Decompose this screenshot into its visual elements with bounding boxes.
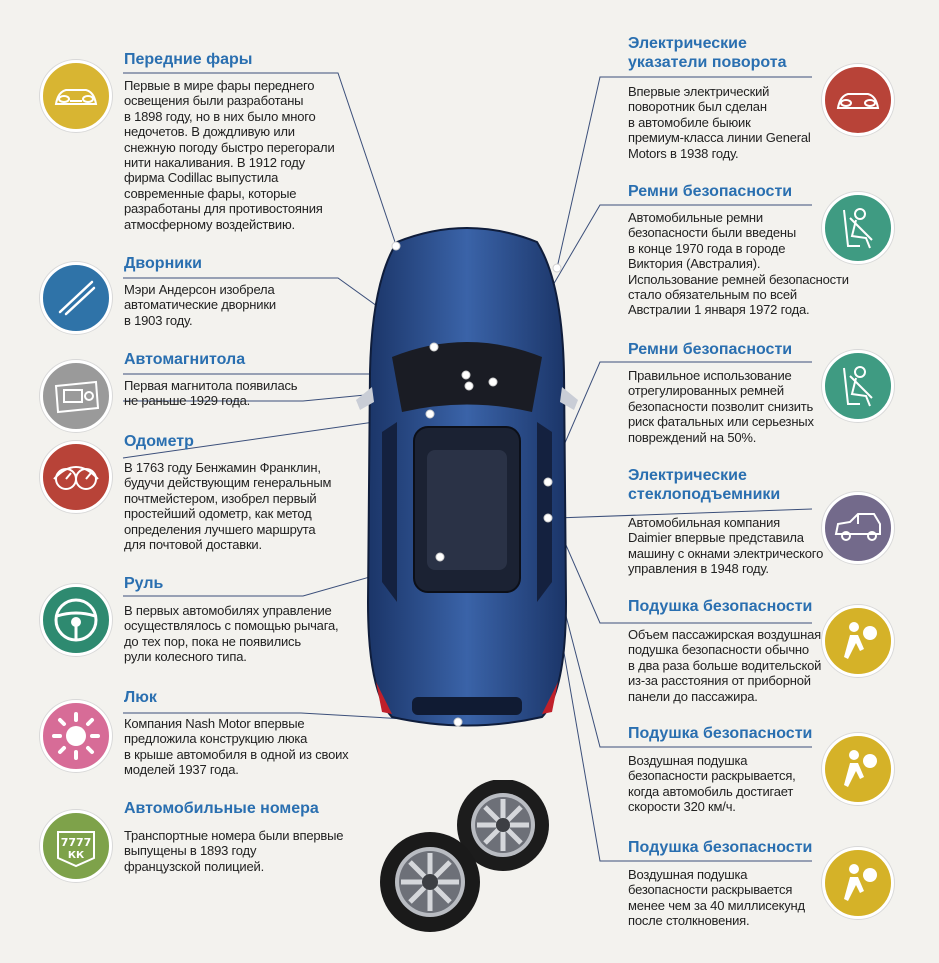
airbag2-title: Подушка безопасности: [628, 725, 813, 742]
odometer-desc: В 1763 году Бенжамин Франклин, будучи де…: [124, 460, 332, 553]
car-front-icon: [54, 89, 98, 105]
seatbelts2-title: Ремни безопасности: [628, 341, 793, 358]
radio-title: Автомагнитола: [124, 351, 246, 368]
odometer-circle: [40, 441, 112, 513]
seatbelts1-desc: Автомобильные ремни безопасности были вв…: [628, 210, 849, 318]
airbag1-title: Подушка безопасности: [628, 598, 813, 615]
airbag3-desc: Воздушная подушка безопасности раскрывае…: [628, 867, 805, 929]
seatbelt-icon: [843, 366, 873, 407]
airbag2-circle: [822, 733, 894, 805]
plate-line2: КК: [68, 850, 85, 861]
seatbelts1-title: Ремни безопасности: [628, 183, 793, 200]
seatbelts2-circle: [822, 350, 894, 422]
seatbelt-icon: [843, 208, 873, 249]
sun-icon: [52, 712, 100, 760]
car-top-view: [356, 227, 578, 727]
turn-signals-desc: Впервые электрический поворотник был сде…: [628, 84, 811, 161]
radio-icon: [54, 380, 100, 414]
turn-signals-circle: [822, 64, 894, 136]
sunroof-desc: Компания Nash Motor впервые предложила к…: [124, 716, 349, 778]
steering-desc: В первых автомобилях управление осуществ…: [124, 603, 339, 665]
airbag1-circle: [822, 605, 894, 677]
plates-desc: Транспортные номера были впервые выпущен…: [124, 828, 344, 874]
airbag-icon: [844, 750, 877, 787]
odometer-icon: [53, 466, 99, 490]
power-windows-desc: Автомобильная компания Daimier впервые п…: [628, 515, 824, 577]
headlights-desc: Первые в мире фары переднего освещения б…: [124, 78, 335, 232]
car-front-red-icon: [836, 93, 880, 109]
airbag1-desc: Объем пассажирская воздушная подушка без…: [628, 627, 822, 704]
airbag-icon: [844, 622, 877, 659]
headlights-title: Передние фары: [124, 51, 253, 68]
radio-desc: Первая магнитола появилась не раньше 192…: [124, 378, 298, 409]
plate-line1: 7777: [61, 836, 92, 849]
radio-circle: [40, 360, 112, 432]
airbag2-desc: Воздушная подушка безопасности раскрывае…: [628, 753, 796, 815]
plates-circle: 7777 КК: [40, 810, 112, 882]
airbag3-title: Подушка безопасности: [628, 839, 813, 856]
seatbelts2-desc: Правильное использование отрегулированны…: [628, 368, 814, 445]
wipers-title: Дворники: [124, 255, 202, 272]
airbag3-circle: [822, 847, 894, 919]
wheels-image: [380, 780, 549, 932]
odometer-title: Одометр: [124, 433, 194, 450]
wipers-desc: Мэри Андерсон изобрела автоматические дв…: [124, 282, 276, 328]
wipers-circle: [40, 262, 112, 334]
power-windows-circle: [822, 492, 894, 564]
headlights-circle: [40, 60, 112, 132]
turn-signals-title: Электрические указатели поворота: [628, 35, 787, 71]
power-windows-title: Электрические стеклоподъемники: [628, 467, 781, 503]
license-plate-icon: 7777 КК: [57, 831, 95, 868]
steering-circle: [40, 584, 112, 656]
steering-title: Руль: [124, 575, 164, 592]
wiper-icon: [58, 280, 96, 316]
sunroof-title: Люк: [124, 689, 157, 706]
airbag-icon: [844, 864, 877, 901]
seatbelts1-circle: [822, 192, 894, 264]
car-side-icon: [834, 513, 881, 541]
plates-title: Автомобильные номера: [124, 800, 319, 817]
sunroof-circle: [40, 700, 112, 772]
steering-wheel-icon: [54, 598, 98, 642]
